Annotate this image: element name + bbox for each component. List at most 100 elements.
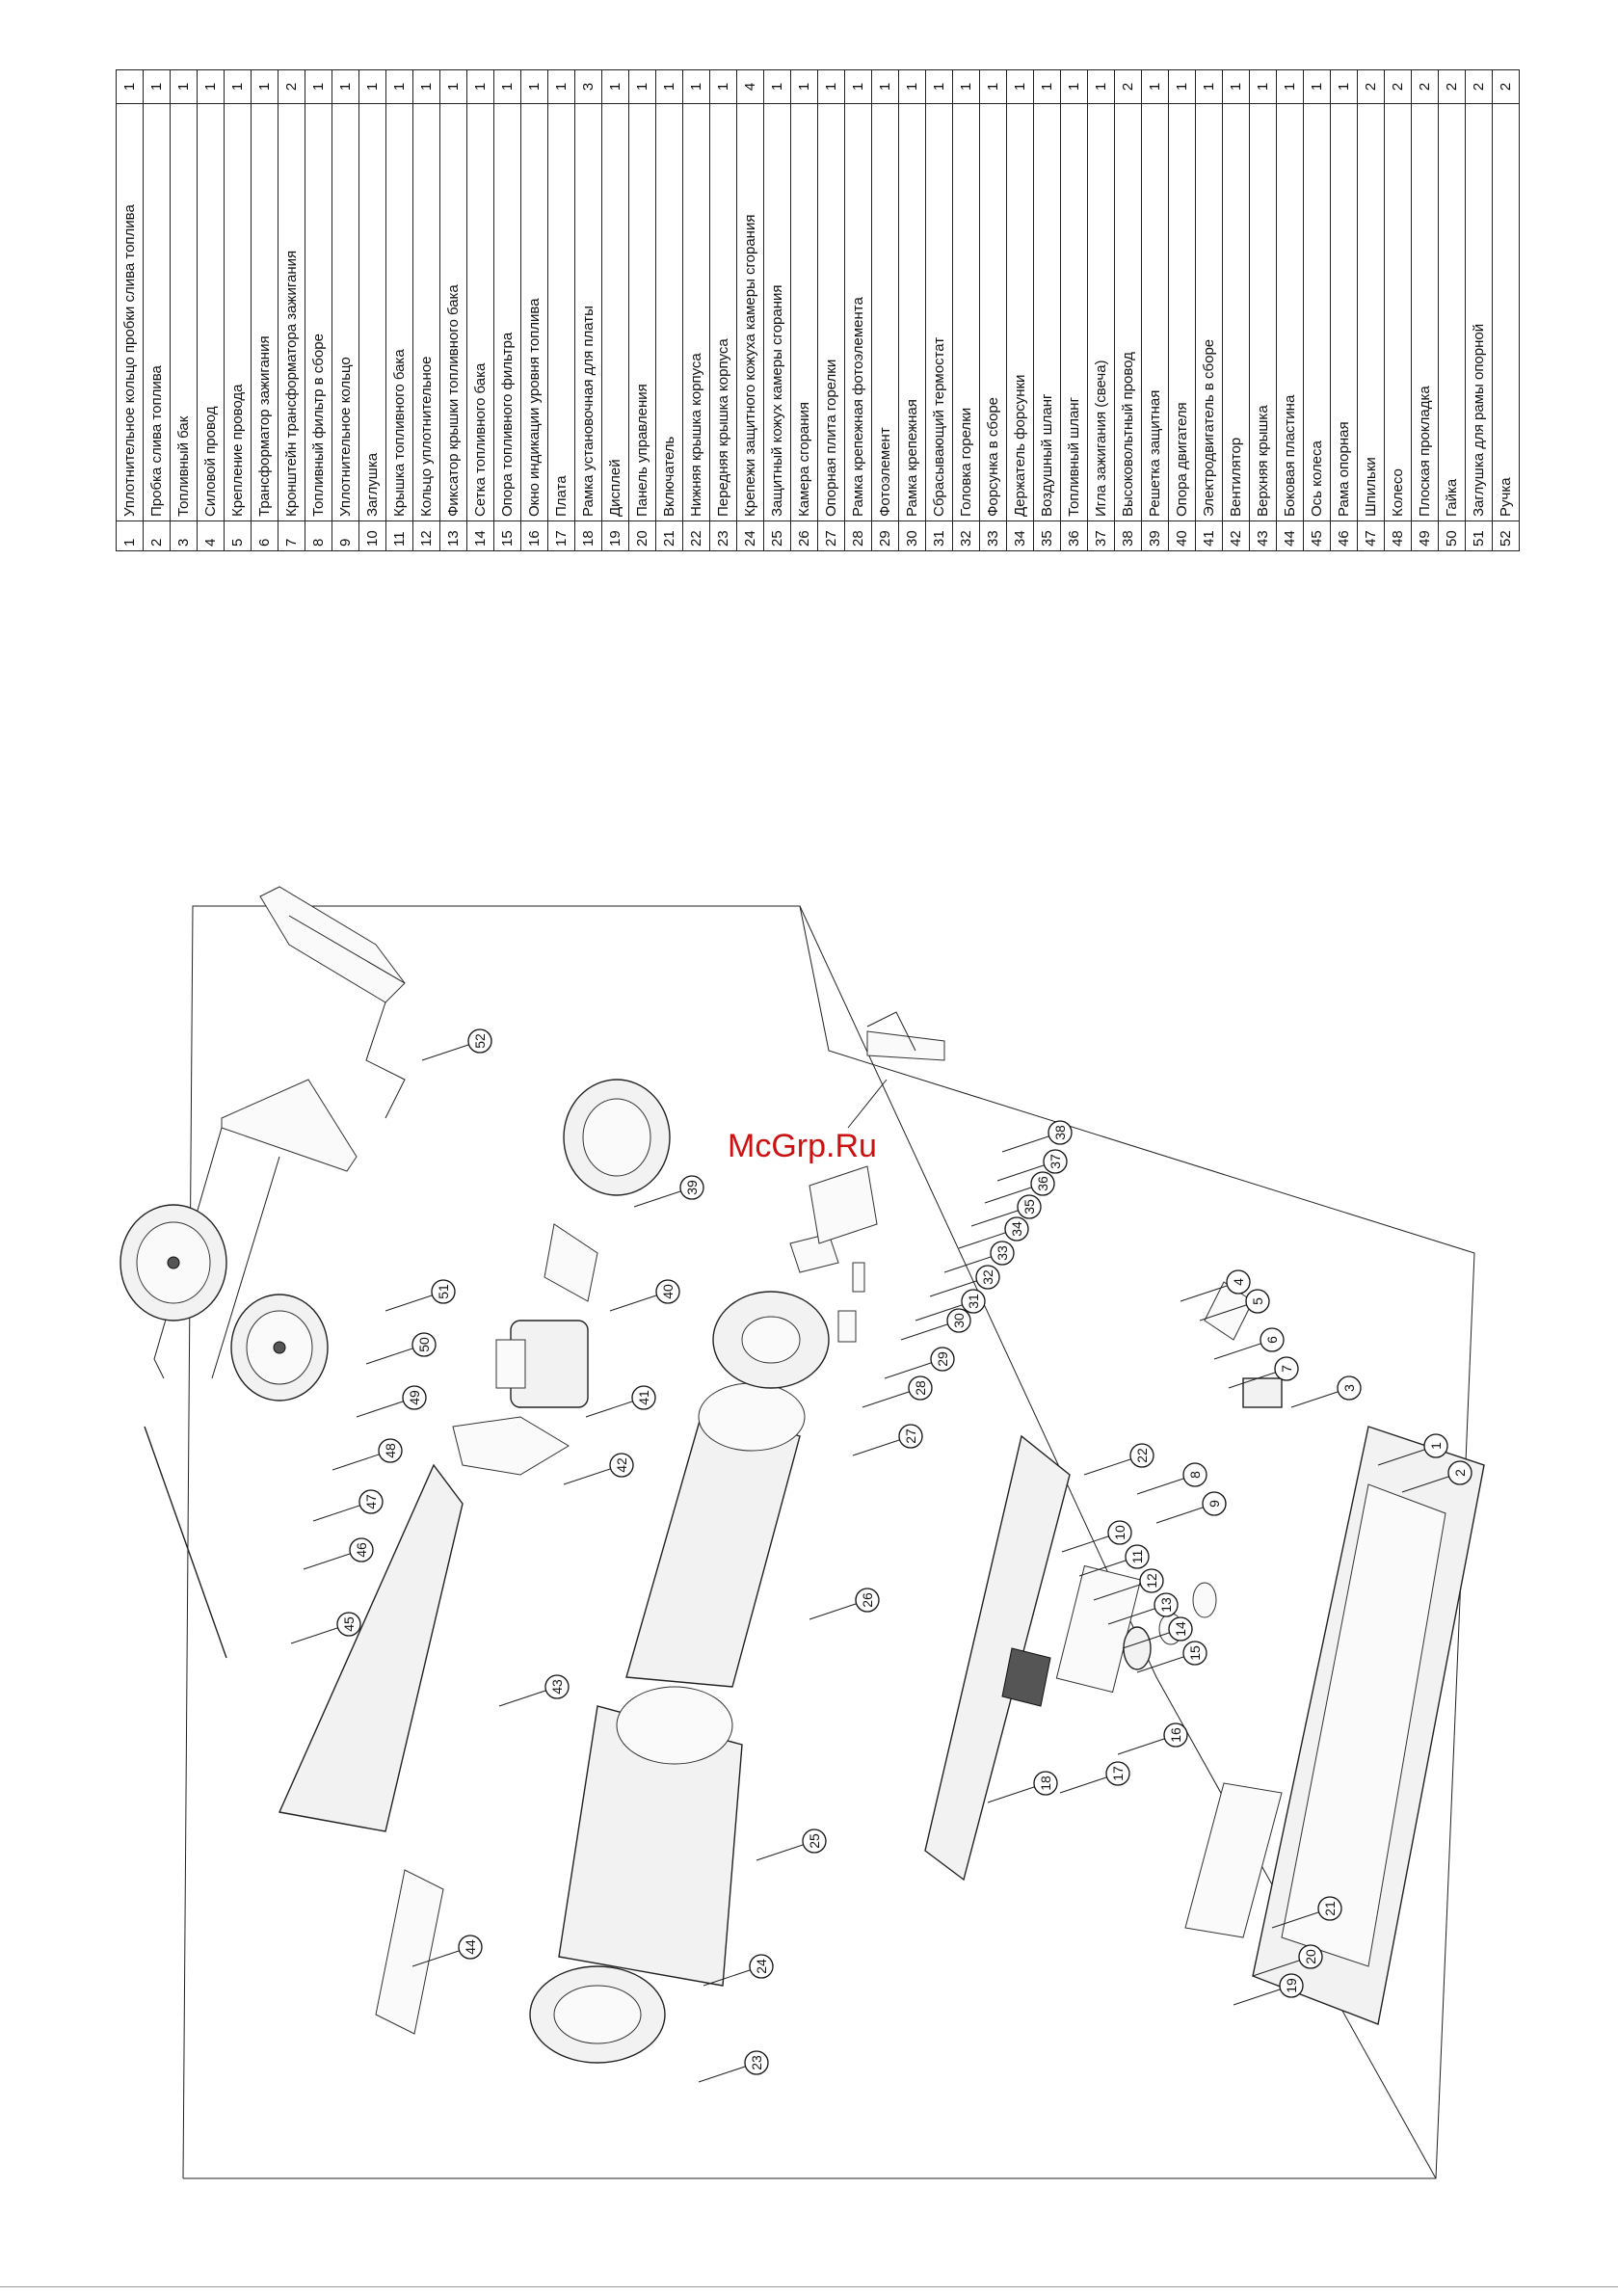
watermark: McGrp.Ru <box>728 1128 877 1164</box>
callout-35: 35 <box>970 1194 1042 1227</box>
parts-qty-cell: 1 <box>871 69 899 104</box>
parts-name-cell: Фиксатор крышки топливного бака <box>439 103 467 521</box>
parts-num-cell: 2 <box>143 521 171 551</box>
callout-48: 48 <box>332 1438 403 1471</box>
parts-num-cell: 46 <box>1330 521 1358 551</box>
callout-32: 32 <box>929 1265 1000 1297</box>
parts-name-cell: Заглушка для рамы опорной <box>1465 103 1493 521</box>
parts-qty-cell: 1 <box>1033 69 1061 104</box>
parts-num-cell: 32 <box>952 521 980 551</box>
parts-num-cell: 38 <box>1114 521 1142 551</box>
callout-label: 2 <box>1452 1469 1468 1477</box>
callout-label: 29 <box>935 1351 950 1367</box>
callout-label: 18 <box>1038 1775 1053 1791</box>
callout-label: 19 <box>1284 1978 1299 1993</box>
parts-name-cell: Сетка топливного бака <box>466 103 494 521</box>
parts-name-cell: Передняя крышка корпуса <box>709 103 737 521</box>
callout-14: 14 <box>1122 1616 1193 1649</box>
callout-label: 33 <box>995 1245 1010 1261</box>
parts-name-cell: Трансформатор зажигания <box>251 103 279 521</box>
parts-num-cell: 19 <box>601 521 629 551</box>
parts-qty-cell: 1 <box>817 69 845 104</box>
callout-50: 50 <box>365 1332 437 1365</box>
callout-label: 45 <box>341 1616 357 1632</box>
callout-label: 7 <box>1279 1365 1294 1373</box>
parts-num-cell: 50 <box>1438 521 1466 551</box>
bottom-rule <box>0 2286 1618 2287</box>
callout-12: 12 <box>1093 1568 1164 1601</box>
callout-25: 25 <box>756 1829 827 1861</box>
parts-num-cell: 16 <box>520 521 548 551</box>
parts-name-cell: Нижняя крышка корпуса <box>682 103 710 521</box>
callout-17: 17 <box>1059 1761 1130 1794</box>
motor-support <box>544 1223 598 1302</box>
callout-label: 6 <box>1264 1336 1280 1344</box>
callout-5: 5 <box>1199 1289 1270 1322</box>
parts-name-cell: Плата <box>547 103 575 521</box>
parts-name-cell: Камера сгорания <box>790 103 818 521</box>
callout-51: 51 <box>385 1279 456 1312</box>
callout-label: 3 <box>1341 1384 1357 1392</box>
parts-num-cell: 4 <box>197 521 225 551</box>
parts-qty-cell: 1 <box>1222 69 1250 104</box>
parts-name-cell: Рамка крепежная фотоэлемента <box>844 103 872 521</box>
parts-qty-cell: 1 <box>439 69 467 104</box>
parts-qty-cell: 1 <box>547 69 575 104</box>
callout-label: 30 <box>951 1313 967 1328</box>
parts-num-cell: 51 <box>1465 521 1493 551</box>
parts-num-cell: 45 <box>1303 521 1331 551</box>
parts-name-cell: Дисплей <box>601 103 629 521</box>
parts-qty-cell: 1 <box>116 69 144 104</box>
parts-name-cell: Силовой провод <box>197 103 225 521</box>
parts-qty-cell: 2 <box>1357 69 1385 104</box>
combustion-chamber <box>625 1382 806 1688</box>
callout-47: 47 <box>312 1489 384 1522</box>
parts-qty-cell: 1 <box>925 69 953 104</box>
parts-num-cell: 20 <box>628 521 656 551</box>
parts-num-cell: 21 <box>655 521 683 551</box>
wheel-rear <box>119 1204 227 1322</box>
callout-20: 20 <box>1252 1944 1323 1977</box>
callout-46: 46 <box>303 1537 374 1570</box>
combustion-shroud <box>558 1686 743 1987</box>
wheel-axle <box>144 1426 227 1659</box>
callout-44: 44 <box>411 1935 483 1967</box>
callout-39: 39 <box>633 1175 704 1208</box>
callout-label: 34 <box>1009 1221 1024 1237</box>
callout-16: 16 <box>1117 1722 1188 1755</box>
callout-label: 15 <box>1187 1645 1203 1661</box>
parts-name-cell: Игла зажигания (свеча) <box>1087 103 1115 521</box>
parts-name-cell: Включатель <box>655 103 683 521</box>
parts-qty-cell: 1 <box>1303 69 1331 104</box>
parts-name-cell: Рамка установочная для платы <box>574 103 602 521</box>
parts-name-cell: Форсунка в сборе <box>979 103 1007 521</box>
parts-num-cell: 49 <box>1411 521 1439 551</box>
parts-qty-cell: 2 <box>278 69 305 104</box>
parts-name-cell: Шпильки <box>1357 103 1385 521</box>
parts-qty-cell: 1 <box>170 69 198 104</box>
wheel-front <box>230 1294 329 1402</box>
parts-name-cell: Ось колеса <box>1303 103 1331 521</box>
callout-31: 31 <box>915 1289 986 1322</box>
burner-plate <box>712 1291 830 1389</box>
callout-36: 36 <box>984 1171 1055 1204</box>
parts-num-cell: 10 <box>358 521 386 551</box>
